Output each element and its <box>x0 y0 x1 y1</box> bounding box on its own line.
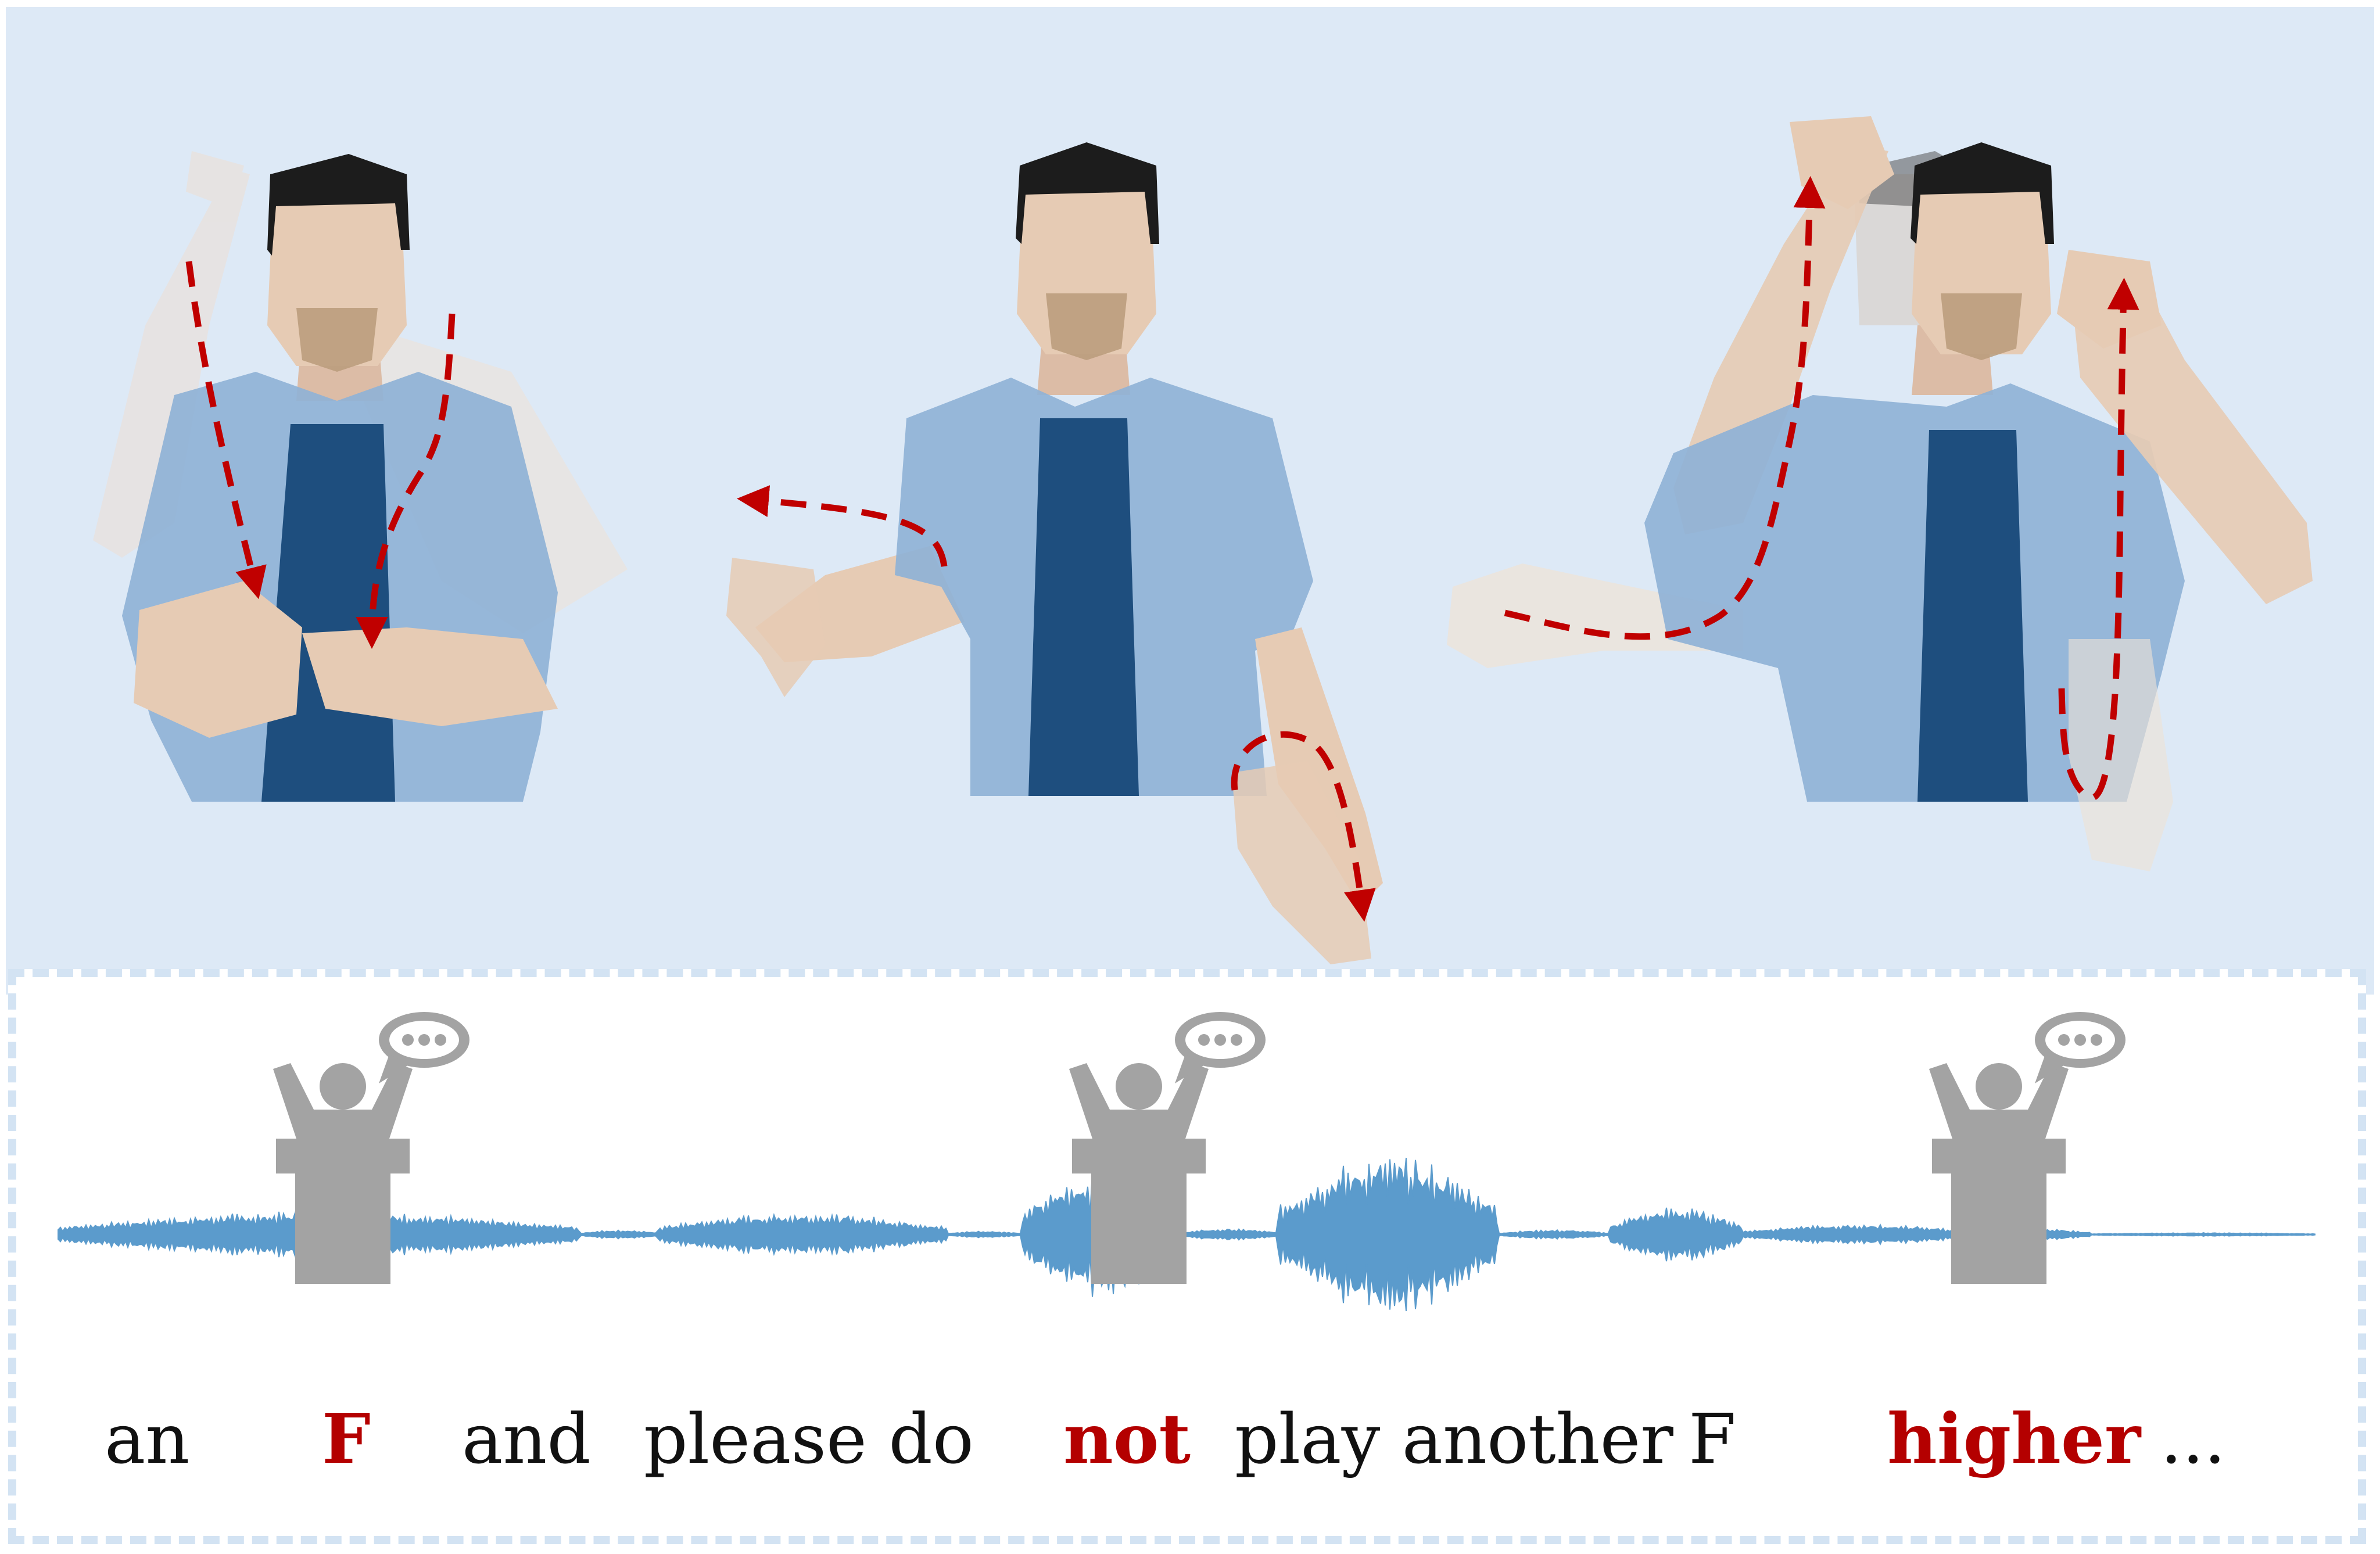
shirt <box>1644 383 2185 802</box>
speaker-at-podium-icon <box>1069 1012 1266 1284</box>
arm-right <box>2069 267 2313 604</box>
motion-arrow <box>2058 278 2139 801</box>
speaker-at-podium-icon <box>1929 1012 2125 1284</box>
beard <box>296 308 378 372</box>
avatar-figure-left <box>93 151 628 802</box>
transcript-word: F <box>1689 1399 1736 1479</box>
ghost-hand <box>2069 639 2173 871</box>
hair <box>1016 142 1159 244</box>
ghost-arm <box>93 151 250 558</box>
hair <box>1911 142 2054 244</box>
transcript-word: please do <box>644 1399 974 1479</box>
speaker-at-podium-icon <box>273 1012 469 1284</box>
hand-left <box>726 558 825 697</box>
hand-left <box>134 581 302 738</box>
avatar-figure-right <box>1447 116 2313 871</box>
avatar-figure-middle <box>726 142 1383 964</box>
transcript-word: play another <box>1235 1399 1673 1479</box>
beard <box>1046 293 1127 360</box>
motion-arrow <box>356 313 456 649</box>
hand-right <box>302 627 558 726</box>
transcript-word: an <box>105 1399 190 1479</box>
transcript-word-highlight: F <box>322 1398 371 1479</box>
transcript-word-highlight: not <box>1063 1398 1191 1479</box>
ghost-forearm <box>1447 564 1743 668</box>
motion-arrow <box>737 485 948 567</box>
transcript-word: and <box>462 1399 591 1479</box>
transcript-word-highlight: higher <box>1887 1398 2141 1479</box>
beard <box>1941 293 2022 360</box>
transcript-word: ... <box>2160 1399 2226 1479</box>
speaker-icon-group <box>273 1012 2125 1284</box>
motion-arrow <box>1504 176 1826 640</box>
t-shirt <box>1917 430 2028 802</box>
hand-right <box>1232 761 1371 964</box>
hair <box>267 154 410 256</box>
t-shirt <box>1028 418 1139 796</box>
motion-arrow <box>185 261 267 600</box>
